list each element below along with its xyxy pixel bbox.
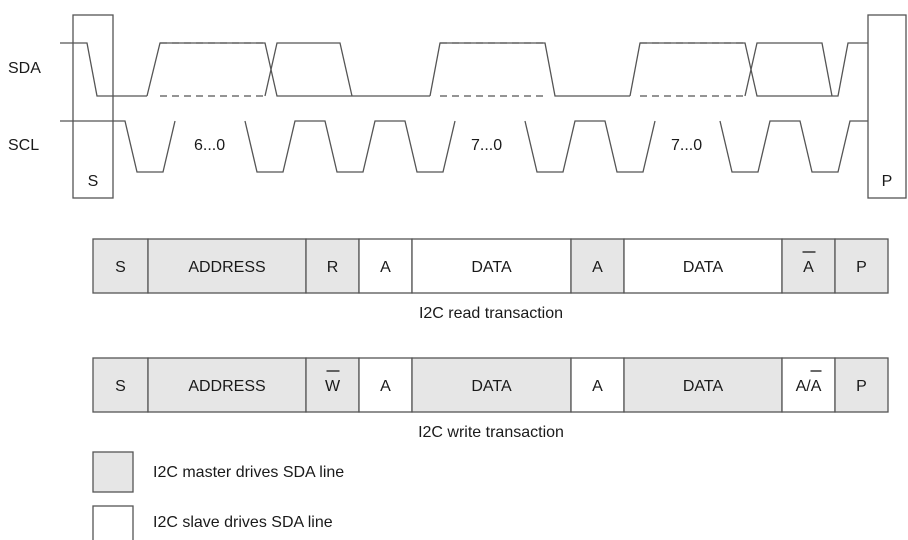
legend-master-label: I2C master drives SDA line xyxy=(153,464,344,481)
read-cell-0 xyxy=(92,238,149,294)
read-cell-label-0: S xyxy=(115,259,126,276)
stop-condition-label: P xyxy=(882,173,893,190)
read-cell-label-7: A xyxy=(803,259,814,276)
write-cell-8 xyxy=(834,357,889,413)
read-cell-label-4: DATA xyxy=(471,259,512,276)
start-condition-box xyxy=(72,14,114,199)
scl-bit-range-data-1: 7...0 xyxy=(471,137,502,154)
legend-slave-label: I2C slave drives SDA line xyxy=(153,514,333,531)
write-cell-7 xyxy=(781,357,836,413)
scl-label: SCL xyxy=(8,137,39,154)
write-cell-6 xyxy=(623,357,783,413)
write-cell-label-4: DATA xyxy=(471,378,512,395)
write-transaction-caption: I2C write transaction xyxy=(418,424,564,441)
sda-alternate-level xyxy=(160,42,745,97)
sda-label: SDA xyxy=(8,60,41,77)
scl-bit-range-data-2: 7...0 xyxy=(671,137,702,154)
start-condition-label: S xyxy=(88,173,99,190)
write-cell-label-8: P xyxy=(856,378,867,395)
read-cell-8 xyxy=(834,238,889,294)
write-cell-label-6: DATA xyxy=(683,378,724,395)
write-cell-2 xyxy=(305,357,360,413)
write-cell-1 xyxy=(147,357,307,413)
read-cell-6 xyxy=(623,238,783,294)
write-cell-label-7: A/A xyxy=(796,378,822,395)
stop-condition-box xyxy=(867,14,907,199)
write-cell-label-5: A xyxy=(592,378,603,395)
scl-waveform xyxy=(60,120,868,173)
scl-bit-range-address: 6...0 xyxy=(194,137,225,154)
read-cell-label-1: ADDRESS xyxy=(188,259,265,276)
read-cell-label-8: P xyxy=(856,259,867,276)
write-transaction-row: S ADDRESS W A DATA A DATA A/A P xyxy=(92,357,889,413)
legend-slave-swatch xyxy=(92,505,134,540)
legend-master-swatch xyxy=(92,451,134,493)
read-cell-4 xyxy=(411,238,572,294)
write-cell-label-1: ADDRESS xyxy=(188,378,265,395)
read-cell-5 xyxy=(570,238,625,294)
read-cell-label-2: R xyxy=(327,259,339,276)
write-cell-4 xyxy=(411,357,572,413)
read-transaction-row: S ADDRESS R A DATA A DATA A P xyxy=(92,238,889,294)
read-cell-3 xyxy=(358,238,413,294)
write-cell-label-0: S xyxy=(115,378,126,395)
sda-waveform xyxy=(60,42,868,97)
read-cell-7 xyxy=(781,238,836,294)
read-cell-label-6: DATA xyxy=(683,259,724,276)
read-cell-label-3: A xyxy=(380,259,391,276)
write-cell-label-2: W xyxy=(325,378,341,395)
read-cell-label-5: A xyxy=(592,259,603,276)
write-cell-label-3: A xyxy=(380,378,391,395)
read-transaction-caption: I2C read transaction xyxy=(419,305,563,322)
read-cell-1 xyxy=(147,238,307,294)
write-cell-3 xyxy=(358,357,413,413)
write-cell-5 xyxy=(570,357,625,413)
